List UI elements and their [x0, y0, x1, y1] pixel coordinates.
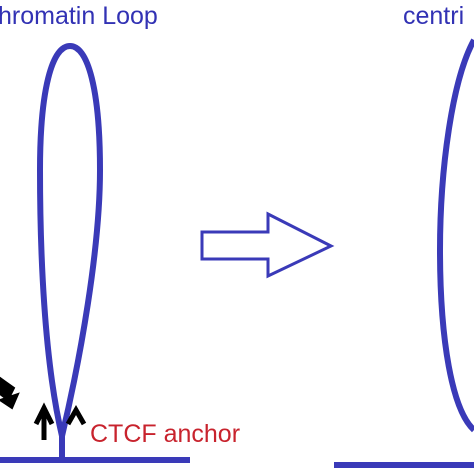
chromatin-loop — [37, 43, 103, 439]
ctcf-caret-left — [33, 402, 55, 440]
right-panel-title: centri — [403, 2, 465, 30]
cutoff-arrowhead — [0, 376, 20, 410]
chromatin-loop-title: hromatin Loop — [0, 2, 158, 30]
ctcf-caret-right — [65, 404, 87, 426]
process-arrow — [200, 211, 335, 279]
centromere-loop — [436, 38, 474, 433]
ctcf-anchor-label: CTCF anchor — [90, 420, 241, 448]
